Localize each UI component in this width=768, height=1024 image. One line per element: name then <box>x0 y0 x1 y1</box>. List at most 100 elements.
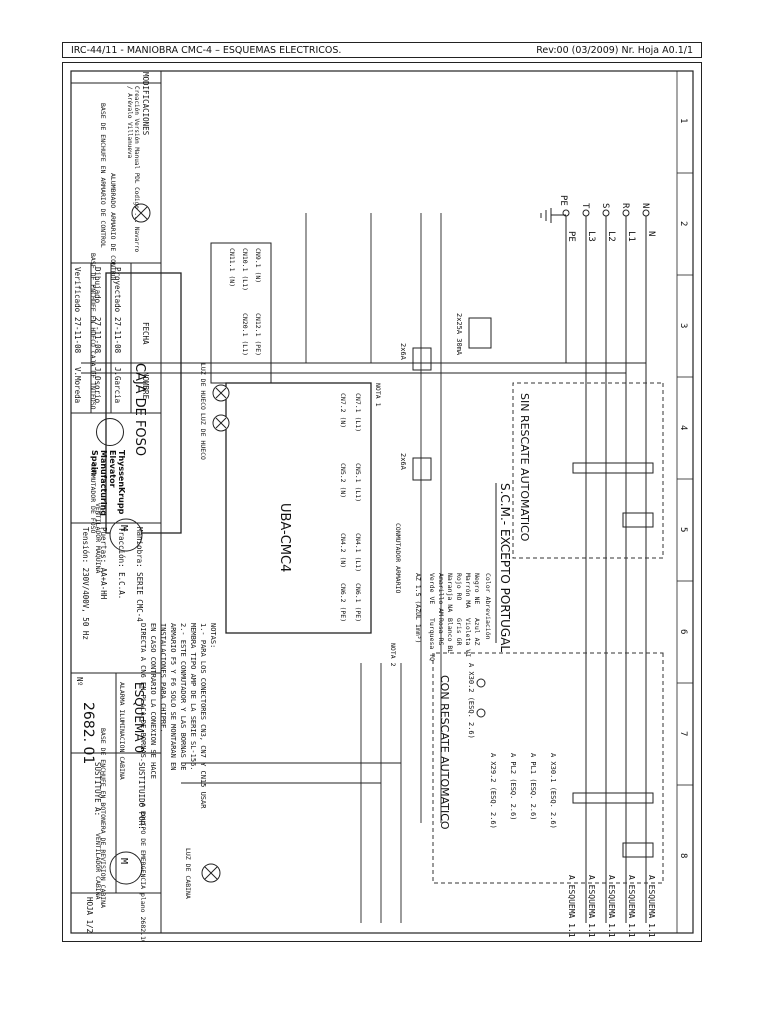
caja-foso-box <box>105 272 182 534</box>
uba-cmc4-box <box>225 382 372 634</box>
terminal-PE: PE <box>558 195 568 206</box>
note-line-7: EN CASO CONTRARIO LA CONEXION SE HACE <box>149 623 157 779</box>
caja-foso-title: CAJA DE FOSO <box>132 363 147 456</box>
row-verificado-name: V.Moreda <box>73 367 82 404</box>
supply-buses <box>565 213 647 923</box>
terminal-S: S <box>600 203 610 208</box>
note-line-2: 1.- PARA LOS CONECTORES CN3, CN7 Y CN15 … <box>199 623 207 809</box>
hoja-label: HOJA 1/2 <box>85 897 94 934</box>
rescate-lines: A X30.2 (ESQ. 2.6) A X30.1 (ESQ. 2.6) A … <box>467 663 557 829</box>
label-conmutador-armario: CONMUTADOR ARMARIO <box>394 523 402 594</box>
row-proyectado-date: 27-11-08 <box>113 317 122 354</box>
label-equipo-emergencia: A EQUIPO DE EMERGENCIA plano 2682.16 <box>139 803 147 941</box>
note-line-8: DIRECTA A CN6 EN PLACA DE BORNAS. <box>139 623 147 762</box>
col-label-5: 5 <box>678 527 688 532</box>
color-row-12: Turquesa TQ <box>428 618 436 661</box>
uba-conn-4: CN5.2 (N) <box>339 463 347 498</box>
cabin-wiring <box>181 663 402 923</box>
uba-connectors: CN7.1 (L1) CN7.2 (N) CN5.1 (L1) CN5.2 (N… <box>339 393 362 622</box>
esquema-ref-1: A ESQUEMA 1.1 <box>647 875 656 938</box>
sin-rescate-title: SIN RESCATE AUTOMATICO <box>518 393 531 542</box>
label-luz-cabina: LUZ DE CABINA <box>184 848 192 899</box>
color-row-10: Blanco BL <box>446 618 454 653</box>
left-connectors: CN9.1 (N) CN10.1 (L1) CN11.1 (N) CN12.1 … <box>228 248 262 356</box>
uba-conn-3: CN5.1 (L1) <box>354 463 362 502</box>
rotated-drawing: 1 2 3 4 5 6 7 8 N R S T PE N L1 L2 L3 <box>70 70 694 944</box>
label-luz-hueco-1: LUZ DE HUECO <box>199 363 207 410</box>
rescate-line-3: A PL1 (ESQ. 2.6) <box>529 753 537 820</box>
title-block-overlay: MODIFICACIONES Creación Versión Manual P… <box>62 62 154 942</box>
col-label-7: 7 <box>678 731 688 736</box>
label-conmutador-foso: CONMUTADOR DE FOSO <box>89 463 97 534</box>
left-conn-4: CN12.1 (PE) <box>254 313 262 356</box>
earth-symbol-icon <box>540 208 566 223</box>
schematic-diagram: 1 2 3 4 5 6 7 8 N R S T PE N L1 L2 L3 <box>70 70 694 944</box>
color-row-8: Violeta VI <box>464 618 472 657</box>
sin-rescate-contacts <box>572 403 654 543</box>
label-ventilador-maquina: VENTILADOR MAQUINA <box>94 503 102 574</box>
label-nota2: NOTA 2 <box>389 643 397 667</box>
schematic-sheet: 1 2 3 4 5 6 7 8 N R S T PE N L1 L2 L3 <box>62 62 702 944</box>
esquema-ref-3: A ESQUEMA 1.1 <box>607 875 616 938</box>
traccion-line: Tracción: E.C.A. <box>117 527 126 600</box>
rev-note: Creación Versión Manual PDL Codigo ... N… <box>126 86 140 253</box>
esquema-ref-4: A ESQUEMA 1.1 <box>587 875 596 938</box>
uba-cmc4-title: UBA-CMC4 <box>277 503 292 572</box>
modificaciones-label: MODIFICACIONES <box>141 72 150 136</box>
color-table-note: AZ 1.5 (AZUL 1mm²) <box>414 573 422 643</box>
row-proyectado-name: J.Garcia <box>113 367 122 404</box>
no-label: Nº <box>75 677 84 687</box>
left-connector-box <box>210 242 272 384</box>
terminal-T: T <box>580 203 590 209</box>
terminal-N: N <box>640 203 650 208</box>
note-line-6: INSTALACIONES PARA CHIPRE. <box>159 623 167 733</box>
sin-rescate-box <box>512 382 664 559</box>
label-luz-hueco-2: LUZ DE HUECO <box>199 413 207 460</box>
uba-conn-5: CN4.1 (L1) <box>354 533 362 572</box>
uba-conn-7: CN6.1 (PE) <box>354 583 362 622</box>
phase-N: N <box>646 231 656 236</box>
uba-conn-6: CN4.2 (N) <box>339 533 347 568</box>
esquema-subtitle: ALARMA ILUMINACION CABINA <box>118 682 126 780</box>
row-dibujado-role: Dibujado <box>93 267 102 304</box>
ventilador-cabina-icon <box>109 851 143 885</box>
tension-line: Tensión: 230V/400V, 50 Hz <box>81 527 90 640</box>
label-nota1: NOTA 1 <box>374 383 382 407</box>
note-line-5: ARMARIO F5 Y F6 SOLO SE MONTARAN EN <box>169 623 177 771</box>
col-label-8: 8 <box>678 853 688 858</box>
color-table: Color Abreviación Negro NE Marrón MA Roj… <box>414 573 492 661</box>
con-rescate-box <box>432 652 664 884</box>
color-table-title: Color Abreviación <box>484 573 492 640</box>
label-enchufe-hueco: BASE DE ENCHUFE EN HUECO CAJA DE INTFOSO <box>89 253 97 410</box>
company-name: ThyssenKrupp Elevator Manufacturing Spai… <box>90 450 126 516</box>
esquema-title: ESQUEMA 0 <box>132 682 146 754</box>
color-row-6: Verde VE <box>428 573 436 604</box>
left-conn-1: CN9.1 (N) <box>254 248 262 283</box>
drawing-number: 2682. 01 <box>80 702 96 765</box>
phase-L1: L1 <box>626 231 636 242</box>
row-proyectado-role: Proyectado <box>113 267 122 313</box>
col-label-1: 1 <box>678 118 688 123</box>
color-row-3: Rojo RO <box>455 573 463 600</box>
color-row-9: Gris GR <box>455 618 463 645</box>
label-enchufe-revision: BASE DE ENCHUFE EN BOTONERA DE REVISION … <box>99 728 107 908</box>
col-label-4: 4 <box>678 425 688 430</box>
title-block <box>70 70 162 934</box>
uba-conn-8: CN6.2 (PE) <box>339 583 347 622</box>
ventilador-maquina-icon <box>109 518 143 552</box>
puertas-line: Puertas: AA+A-HH <box>99 527 108 600</box>
phase-L3: L3 <box>586 231 596 242</box>
uba-conn-2: CN7.2 (N) <box>339 393 347 428</box>
excepto-portugal-title: S.C.M.- EXCEPTO PORTUGAL <box>498 483 512 652</box>
row-dibujado-name: J.Osorio <box>93 367 102 404</box>
col-label-6: 6 <box>678 629 688 634</box>
breakers <box>412 317 492 481</box>
drawing-frame <box>70 70 694 934</box>
fans <box>109 518 143 885</box>
company-logo-icon <box>96 418 124 446</box>
rescate-line-2: A X30.1 (ESQ. 2.6) <box>549 753 557 829</box>
label-enchufe-armario: BASE DE ENCHUFE EN ARMARIO DE CONTROL <box>99 103 107 248</box>
con-rescate-title: CON RESCATE AUTOMATICO <box>438 675 451 830</box>
color-row-4: Naranja NA <box>446 573 454 612</box>
header-revision: Rev:00 (03/2009) Nr. Hoja A0.1/1 <box>536 45 693 56</box>
